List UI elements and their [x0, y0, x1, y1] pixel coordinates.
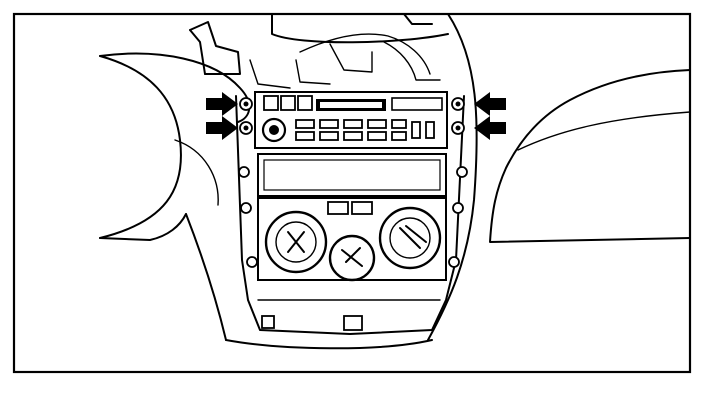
arrow-left-lower: [206, 116, 238, 140]
arrow-right-lower: [474, 116, 506, 140]
climate-control-panel: [257, 197, 447, 282]
arrow-right-upper: [474, 92, 506, 116]
screw-icon: [452, 202, 464, 214]
figure-frame: [12, 12, 692, 374]
screw-icon: [448, 256, 460, 268]
screw-icon: [456, 166, 468, 178]
screw-icon: [246, 256, 258, 268]
radio-head-unit: [254, 91, 448, 149]
console-bezel: [225, 95, 465, 350]
arrow-left-upper: [206, 92, 238, 116]
left-dashboard: [99, 52, 251, 341]
screw-icon: [240, 202, 252, 214]
right-dashboard: [427, 13, 691, 341]
bottom-clips: [261, 315, 363, 331]
storage-pocket: [257, 153, 447, 197]
radio-mounting-screws: [238, 97, 468, 268]
upper-duct: [189, 13, 449, 89]
screw-icon: [238, 166, 250, 178]
